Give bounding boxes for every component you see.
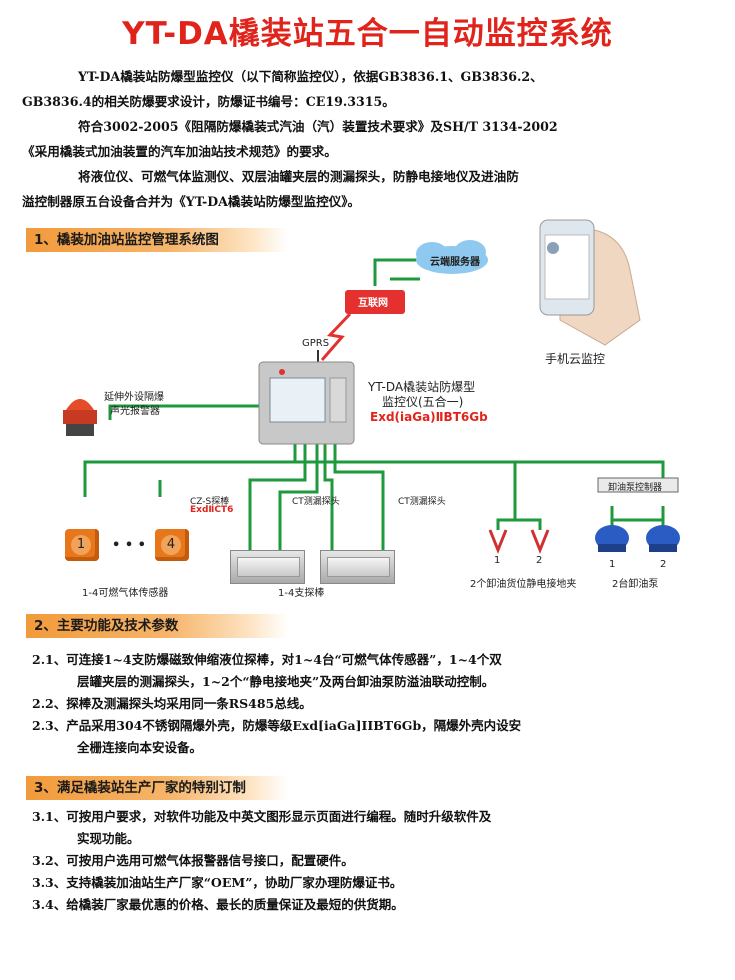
cloud-label: 云端服务器 <box>430 257 480 268</box>
wire-probe2b <box>333 442 385 550</box>
cloud-icon <box>416 240 488 274</box>
lightning-icon <box>320 312 352 361</box>
section-3-item: 3.4、给橇装厂家最优惠的价格、最长的质量保证及最短的供货期。 <box>32 897 404 912</box>
pump-controller-box <box>597 477 679 493</box>
phone-hand-icon <box>539 219 641 346</box>
probes-caption: 1-4支探棒 <box>278 588 325 599</box>
monitor-device-icon <box>258 361 355 445</box>
probe-tag-ct-2: CT测漏探头 <box>398 497 446 507</box>
pump-controller-label: 卸油泵控制器 <box>608 483 663 493</box>
section-2-item: 全栅连接向本安设备。 <box>77 740 203 755</box>
clamps-caption: 2个卸油货位静电接地夹 <box>470 579 577 590</box>
pumps-caption: 2台卸油泵 <box>612 579 659 590</box>
pump-2-icon <box>646 525 680 552</box>
section-3-list: 3.1、可按用户要求，对软件功能及中英文图形显示页面进行编程。随时升级软件及 实… <box>32 806 491 916</box>
intro-line: 符合3002-2005《阻隔防爆橇装式汽油（汽）装置技术要求》及SH/T 313… <box>78 119 558 134</box>
clamp-2-number: 2 <box>536 555 543 566</box>
device-label-line2: 监控仪(五合一) <box>382 395 464 409</box>
wire-probe1b <box>278 442 319 550</box>
wire-probe1a <box>248 442 307 550</box>
alarm-label-line1: 延伸外设隔爆 <box>104 392 164 403</box>
sensors-caption: 1-4可燃气体传感器 <box>82 588 169 599</box>
intro-line: YT-DA橇装站防爆型监控仪（以下简称监控仪），依据GB3836.1、GB383… <box>78 69 543 84</box>
section-2-item: 层罐夹层的测漏探头，1~2个“静电接地夹”及两台卸油泵防溢油联动控制。 <box>77 674 495 689</box>
pump-1-number: 1 <box>609 559 616 570</box>
probe-tag-cz: CZ-S探棒 <box>190 497 230 507</box>
gas-sensor-4: 4 <box>155 529 189 561</box>
wire-bus <box>83 460 665 497</box>
wire-probe2 <box>323 442 334 550</box>
gas-sensor-4-number: 4 <box>161 535 181 555</box>
intro-line: 将液位仪、可燃气体监测仪、双层油罐夹层的测漏探头，防静电接地仪及进油防 <box>78 169 519 184</box>
intro-line: 《采用橇装式加油装置的汽车加油站技术规范》的要求。 <box>22 144 337 159</box>
device-label-line1: YT-DA橇装站防爆型 <box>368 380 476 394</box>
pump-2-number: 2 <box>660 559 667 570</box>
wire-clamps-split <box>496 518 542 530</box>
device-rating: Exd(iaGa)ⅡBT6Gb <box>370 410 488 424</box>
section-2-header: 2、主要功能及技术参数 <box>26 614 288 638</box>
clamp-1-number: 1 <box>494 555 501 566</box>
section-2-item: 2.1、可连接1~4支防爆磁致伸缩液位探棒，对1~4台“可燃气体传感器”，1~4… <box>32 652 502 667</box>
gas-sensor-1: 1 <box>65 529 99 561</box>
section-3-item: 实现功能。 <box>77 831 140 846</box>
intro-line: GB3836.4的相关防爆要求设计，防爆证书编号：CE19.3315。 <box>22 94 395 109</box>
section-3-item: 3.2、可按用户选用可燃气体报警器信号接口，配置硬件。 <box>32 853 354 868</box>
internet-label: 互联网 <box>358 298 388 309</box>
wire-cloud <box>373 258 420 286</box>
pump-1-icon <box>595 525 629 552</box>
section-3-header: 3、满足橇装站生产厂家的特别订制 <box>26 776 288 800</box>
alarm-beacon-icon <box>63 399 97 436</box>
intro-line: 溢控制器原五台设备合并为《YT-DA橇装站防爆型监控仪》。 <box>22 194 361 209</box>
alarm-label-line2: 声光报警器 <box>110 406 160 417</box>
intro-paragraph: YT-DA橇装站防爆型监控仪（以下简称监控仪），依据GB3836.1、GB383… <box>22 64 558 214</box>
section-3-item: 3.1、可按用户要求，对软件功能及中英文图形显示页面进行编程。随时升级软件及 <box>32 809 492 824</box>
section-2-list: 2.1、可连接1~4支防爆磁致伸缩液位探棒，对1~4台“可燃气体传感器”，1~4… <box>32 649 521 759</box>
sensor-dots: • • • <box>112 538 146 553</box>
section-2-item: 2.3、产品采用304不锈钢隔爆外壳，防爆等级Exd[iaGa]IIBT6Gb，… <box>32 718 522 733</box>
probe-tank-2 <box>320 550 395 584</box>
system-diagram <box>63 219 680 555</box>
phone-label: 手机云监控 <box>545 352 606 366</box>
clamp-2-icon <box>530 529 550 555</box>
gprs-label: GPRS <box>302 338 330 349</box>
page-title: YT-DA橇装站五合一自动监控系统 <box>122 16 613 52</box>
section-3-item: 3.3、支持橇装加油站生产厂家“OEM”，协助厂家办理防爆证书。 <box>32 875 403 890</box>
clamp-1-icon <box>488 529 508 555</box>
section-1-header: 1、橇装加油站监控管理系统图 <box>26 228 288 252</box>
probe-tank-1-panel <box>237 557 300 577</box>
probe-tank-2-panel <box>327 557 390 577</box>
section-2-item: 2.2、探棒及测漏探头均采用同一条RS485总线。 <box>32 696 312 711</box>
probe-tag-ct-1: CT测漏探头 <box>292 497 340 507</box>
gas-sensor-1-number: 1 <box>71 535 91 555</box>
internet-icon <box>345 290 405 314</box>
wire-alarm <box>108 404 259 420</box>
probe-tank-1 <box>230 550 305 584</box>
probe-tag-cz-rating: ExdⅡCT6 <box>190 505 234 515</box>
